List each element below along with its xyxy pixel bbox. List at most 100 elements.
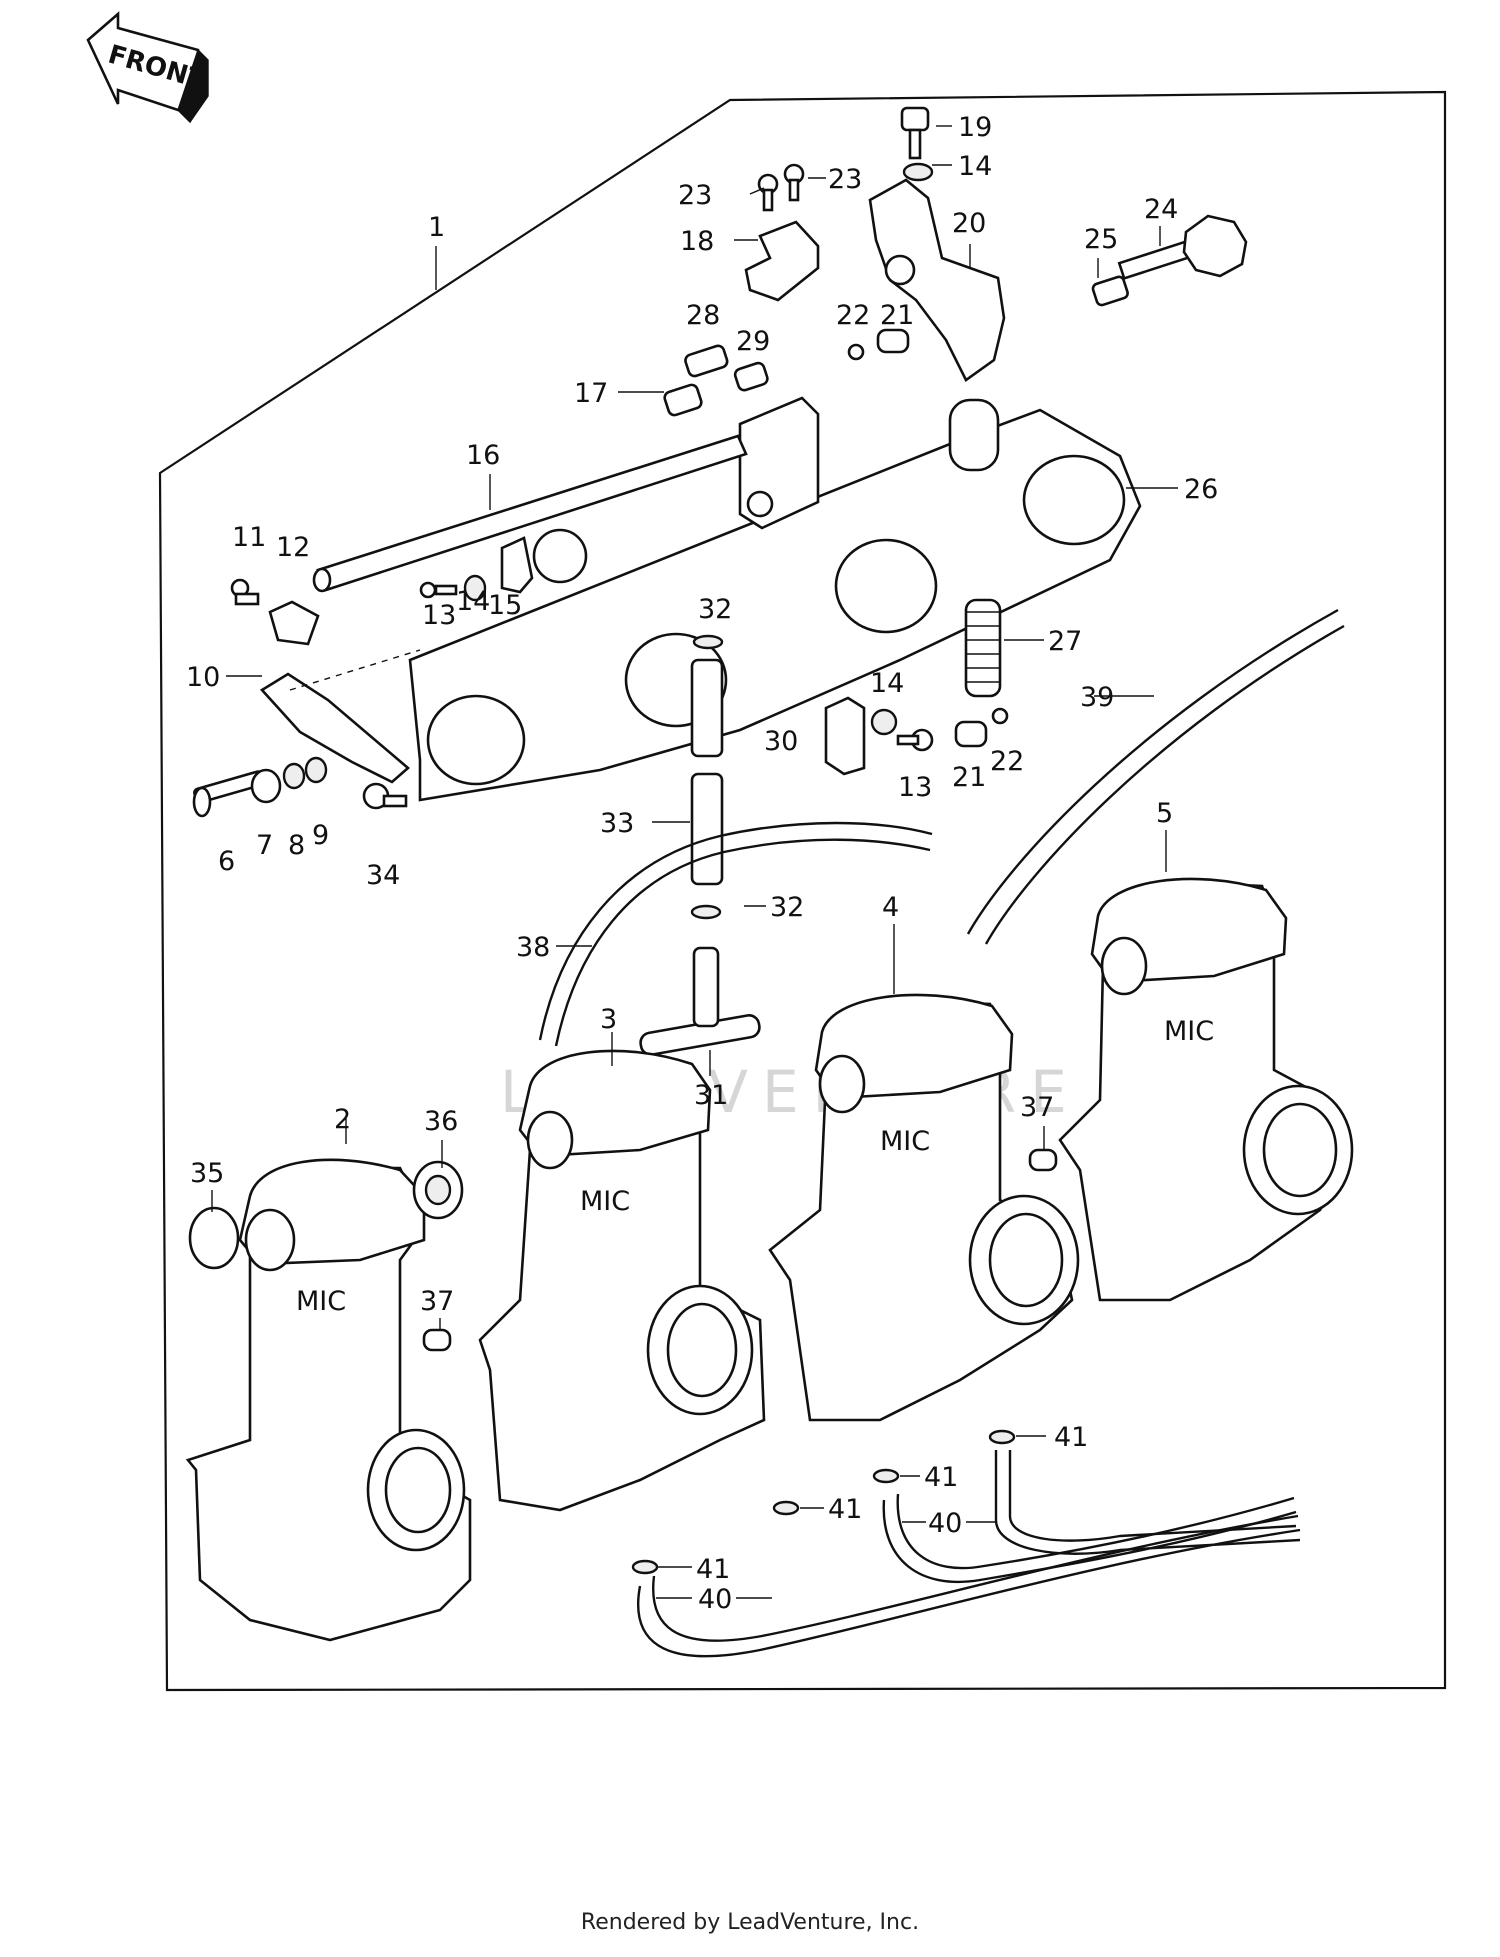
callout-21-upper: 21	[880, 300, 914, 331]
callout-41-a: 41	[1054, 1422, 1088, 1453]
part-38-hose-edge	[554, 838, 931, 1047]
carb-4-marking: MIC	[880, 1126, 930, 1157]
part-32-oring-lower	[690, 904, 722, 920]
carb-2-marking: MIC	[296, 1286, 346, 1317]
part-36-cap-center	[424, 1174, 452, 1206]
callout-11: 11	[232, 522, 266, 553]
part-37-pin-left	[422, 1328, 452, 1352]
callout-30: 30	[764, 726, 798, 757]
part-37-pin-right	[1028, 1148, 1058, 1172]
callout-10: 10	[186, 662, 220, 693]
callout-18: 18	[680, 226, 714, 257]
part-31-t-joint	[639, 946, 761, 1056]
callout-14-upper: 14	[456, 586, 490, 617]
part-18-bracket	[744, 220, 820, 302]
carb-5-marking: MIC	[1164, 1016, 1214, 1047]
part-23-screws	[757, 163, 805, 212]
callout-25: 25	[1084, 224, 1118, 255]
part-22-clip	[847, 343, 865, 361]
part-13-screw-upper	[419, 581, 458, 599]
callout-32-upper: 32	[698, 594, 732, 625]
callout-28: 28	[686, 300, 720, 331]
callout-37-left: 37	[420, 1286, 454, 1317]
part-13-screw-lower	[896, 728, 934, 752]
part-35-cap	[188, 1206, 240, 1270]
part-11-screw	[230, 578, 260, 606]
carburetor-4: MIC	[768, 993, 1080, 1422]
part-27-spring	[964, 598, 1002, 698]
callout-36: 36	[424, 1106, 458, 1137]
part-32-oring-upper	[692, 634, 724, 650]
callout-13-lower: 13	[898, 772, 932, 803]
part-14-washer	[902, 162, 934, 182]
part-41-clamp-b	[872, 1468, 900, 1484]
carburetor-3: MIC	[478, 1049, 766, 1512]
part-38-hose	[538, 821, 933, 1041]
carb-3-marking: MIC	[580, 1186, 630, 1217]
part-9-washer	[304, 756, 328, 784]
part-30-bracket	[824, 696, 866, 776]
callout-14-lower: 14	[870, 668, 904, 699]
part-16-throttle-shaft	[312, 434, 748, 593]
callout-7: 7	[256, 830, 273, 861]
callout-2: 2	[334, 1104, 351, 1135]
callout-15: 15	[488, 590, 522, 621]
part-40-hose-a	[637, 1528, 1301, 1658]
part-39-hose-edge	[984, 624, 1345, 945]
callout-22-upper: 22	[836, 300, 870, 331]
callout-23-left: 23	[678, 180, 712, 211]
callout-31: 31	[694, 1080, 728, 1111]
callout-17: 17	[574, 378, 608, 409]
callout-40-right: 40	[928, 1508, 962, 1539]
callout-3: 3	[600, 1004, 617, 1035]
part-21-collar	[876, 328, 910, 354]
callout-38: 38	[516, 932, 550, 963]
front-arrow: FRONT	[86, 11, 209, 124]
footer-credit: Rendered by LeadVenture, Inc.	[580, 1910, 920, 1935]
callout-20: 20	[952, 208, 986, 239]
part-6-screw	[192, 770, 265, 818]
callout-numbers: 1 2 3 4 5 6 7 8 9 10 11 12 13 13 14 14 1…	[186, 112, 1218, 1615]
callout-9: 9	[312, 820, 329, 851]
assembly-frame	[158, 90, 1447, 1692]
part-25-spring	[1091, 275, 1129, 307]
callout-1: 1	[428, 212, 445, 243]
part-20-hole	[884, 254, 916, 286]
part-26-mounting-plate	[408, 396, 1142, 802]
carburetor-2: MIC	[185, 1158, 472, 1642]
callout-8: 8	[288, 830, 305, 861]
callout-14-top: 14	[958, 151, 992, 182]
callout-4: 4	[882, 892, 899, 923]
carburetor-5: MIC	[1058, 877, 1354, 1302]
part-14-washer-upper	[463, 574, 487, 602]
part-12-lever	[268, 600, 320, 646]
callout-35: 35	[190, 1158, 224, 1189]
callout-37-right: 37	[1020, 1092, 1054, 1123]
part-17-spring	[663, 383, 703, 417]
part-40-hose-a-edge	[652, 1514, 1299, 1642]
part-14-washer-lower	[870, 708, 898, 736]
callout-6: 6	[218, 846, 235, 877]
leader-lines	[211, 125, 1178, 1599]
callout-24: 24	[1144, 194, 1178, 225]
part-22-clip-lower	[991, 707, 1009, 725]
callout-33: 33	[600, 808, 634, 839]
part-40-hose-b-edge	[896, 1493, 1295, 1570]
part-40-hose-c-edge	[1008, 1450, 1297, 1542]
callout-16: 16	[466, 440, 500, 471]
callout-21-lower: 21	[952, 762, 986, 793]
callout-41-c: 41	[828, 1494, 862, 1525]
part-10-throttle-lever	[259, 672, 410, 784]
part-8-washer	[282, 762, 306, 790]
callout-19: 19	[958, 112, 992, 143]
part-33-pipe-upper	[690, 658, 724, 758]
callout-34: 34	[366, 860, 400, 891]
part-40-hose-c	[994, 1450, 1301, 1555]
callout-39: 39	[1080, 682, 1114, 713]
part-7-spring	[250, 768, 282, 804]
callout-26: 26	[1184, 474, 1218, 505]
part-28-screw	[684, 344, 729, 378]
part-15-bracket	[500, 536, 534, 594]
callout-13-upper: 13	[422, 600, 456, 631]
part-24-adjuster-knob	[1117, 214, 1248, 281]
